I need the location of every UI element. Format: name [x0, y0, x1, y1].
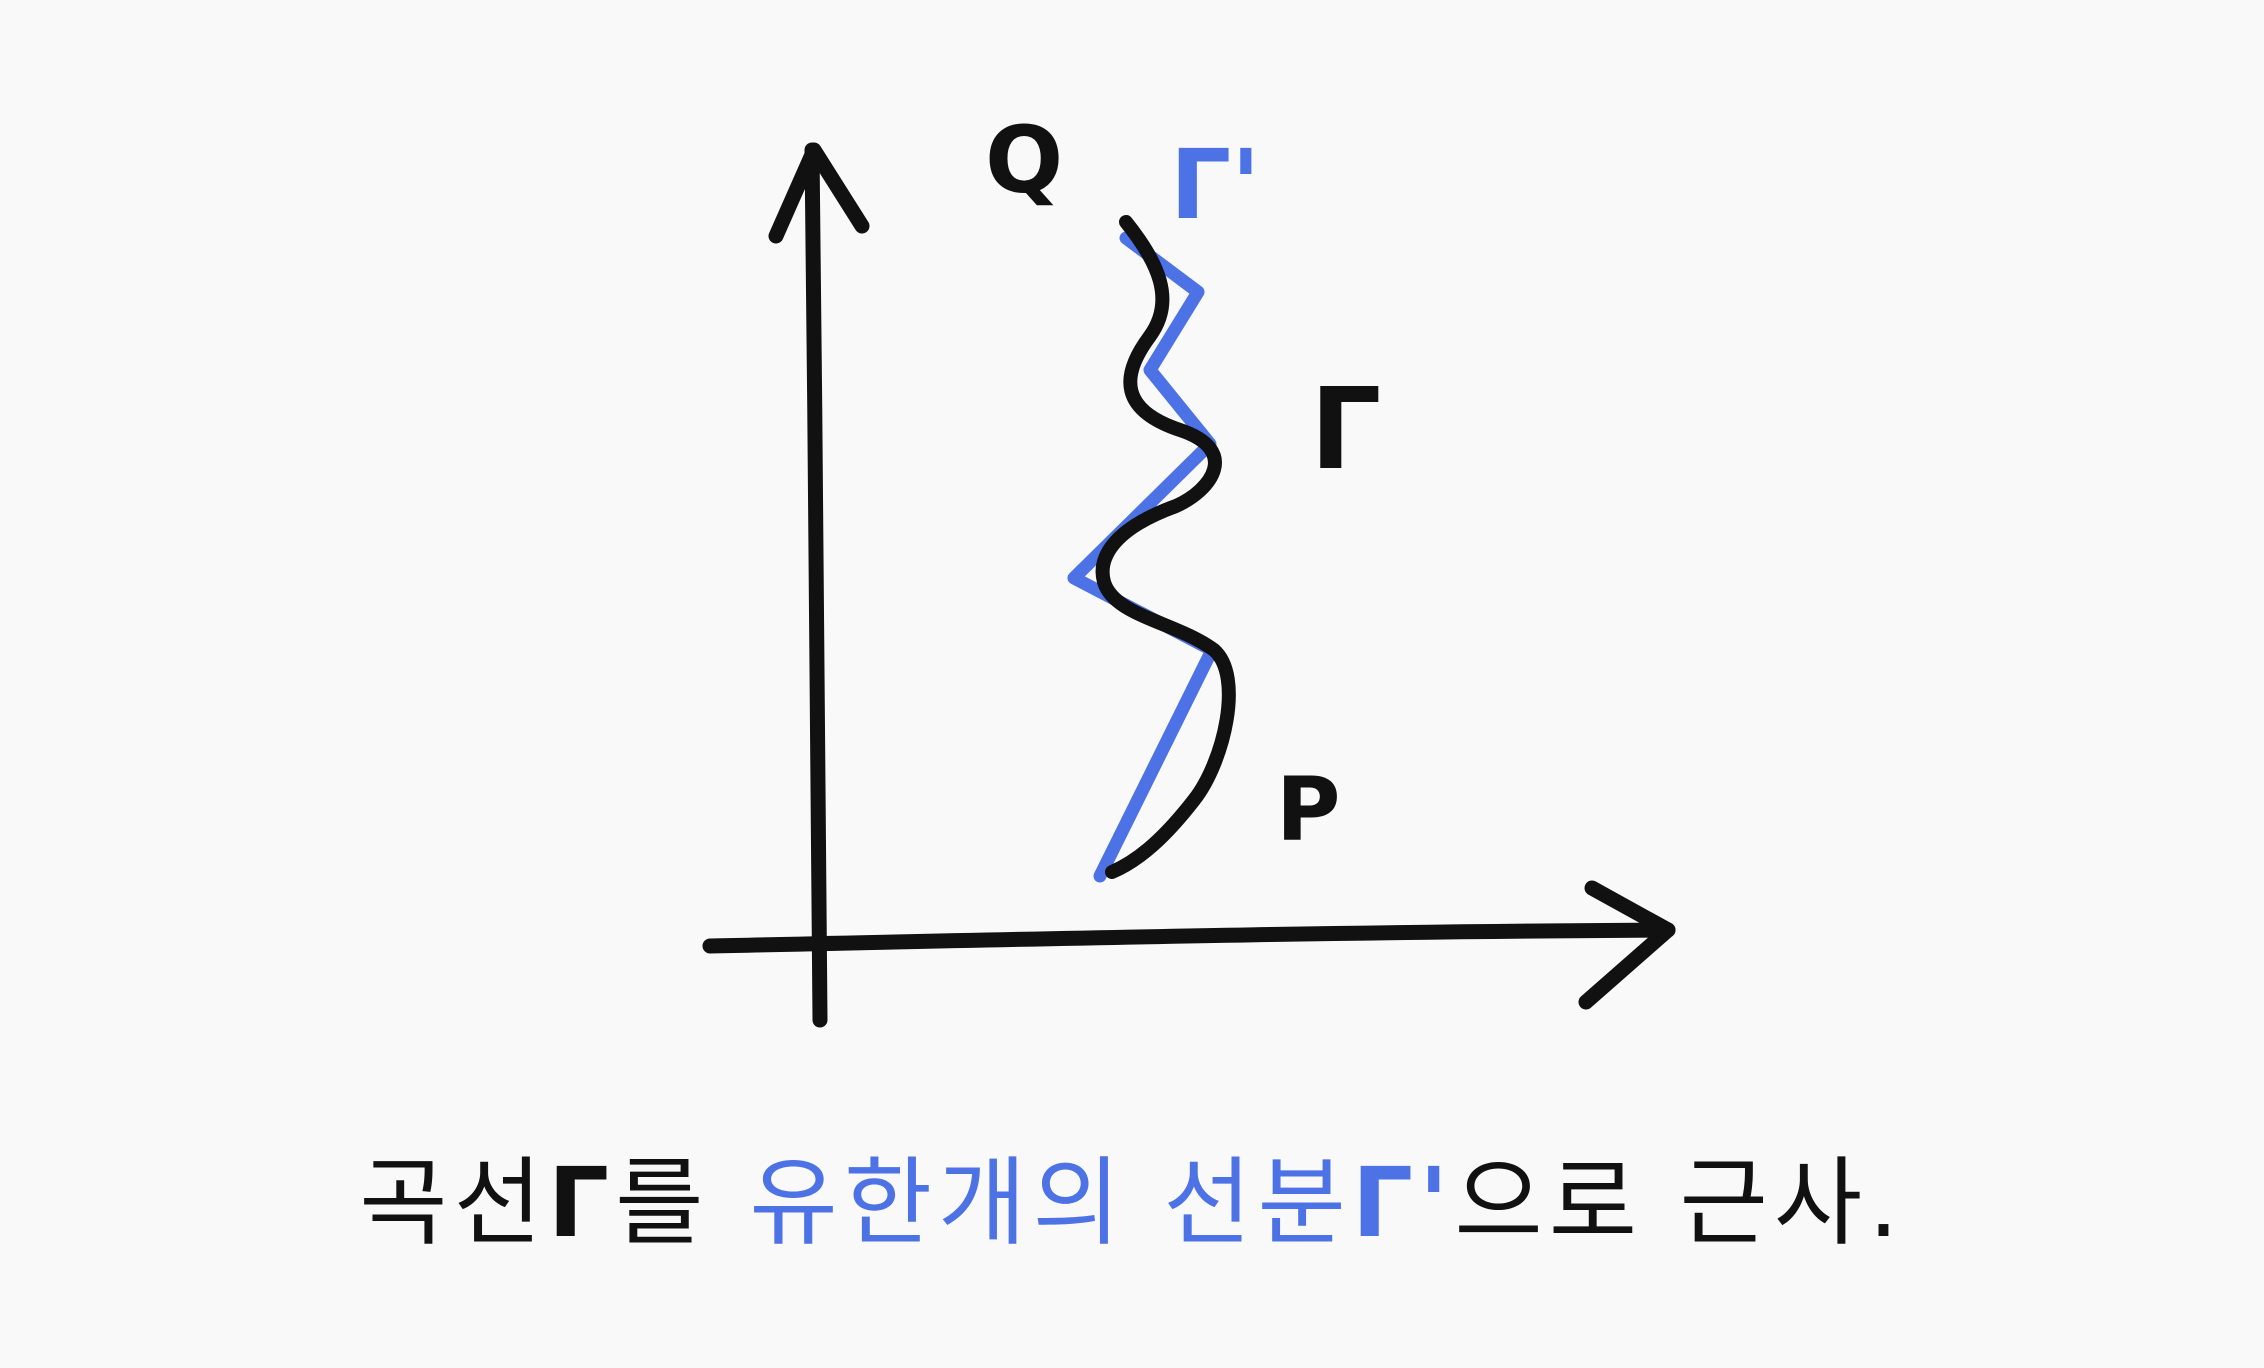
caption-gamma-prime: Γ' [1351, 1147, 1455, 1259]
caption-part2: 를 [615, 1147, 710, 1259]
y-axis-arrowhead [768, 142, 870, 244]
label-gamma: Γ [1310, 365, 1381, 495]
label-gamma-prime: Γ' [1170, 129, 1261, 241]
original-curve [1095, 215, 1236, 879]
label-q: Q [985, 107, 1063, 214]
caption-part3: 유한개의 선분 [749, 1147, 1352, 1259]
caption-part4: 으로 근사. [1454, 1147, 1905, 1259]
label-p: P [1276, 758, 1341, 861]
x-axis [702, 922, 1676, 954]
caption-gamma: Γ [547, 1147, 616, 1259]
caption: 곡선 Γ를 유한개의 선분Γ' 으로 근사. [0, 1125, 2264, 1264]
x-axis-arrowhead [1578, 880, 1676, 1010]
y-axis [804, 142, 828, 1028]
caption-part1: 곡선 [359, 1147, 548, 1259]
